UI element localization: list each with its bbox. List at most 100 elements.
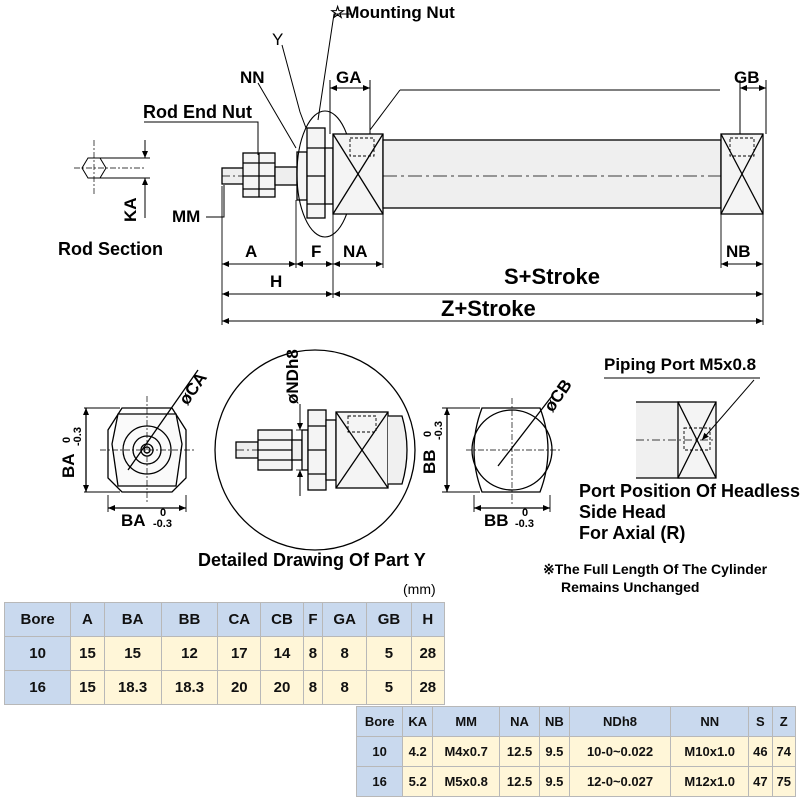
table-cell: 8 bbox=[322, 670, 368, 705]
port-position-line2: Side Head bbox=[579, 502, 667, 522]
table-cell: 8 bbox=[302, 636, 324, 671]
table-cell: 17 bbox=[217, 636, 262, 671]
rod-section-symbol bbox=[74, 140, 150, 218]
port-position-line1: Port Position Of Headless bbox=[579, 481, 800, 501]
table-cell: 10 bbox=[3, 636, 72, 671]
table-cell: 12.5 bbox=[499, 766, 540, 797]
table-header-cell: BA bbox=[103, 602, 162, 637]
na-label: NA bbox=[343, 242, 368, 261]
table-cell: 4.2 bbox=[402, 736, 434, 767]
ba-horizontal-tol-upper: 0 bbox=[160, 507, 167, 519]
table-header-cell: CB bbox=[260, 602, 304, 637]
table-cell: 10-0~0.022 bbox=[568, 736, 672, 767]
a-label: A bbox=[245, 242, 258, 261]
table-cell: 16 bbox=[3, 670, 72, 705]
s-stroke-label: S+Stroke bbox=[504, 264, 600, 289]
gb-label: GB bbox=[734, 68, 760, 87]
dimension-arrows bbox=[222, 261, 763, 324]
table-header-row: Bore KA MM NA NB NDh8 NN S Z bbox=[355, 706, 797, 737]
table-cell: 12 bbox=[160, 636, 219, 671]
table-cell: 15 bbox=[70, 670, 105, 705]
table-cell: 46 bbox=[748, 736, 773, 767]
table-cell: 75 bbox=[771, 766, 797, 797]
table-header-cell: S bbox=[748, 706, 773, 737]
table-header-cell: NA bbox=[499, 706, 540, 737]
table-header-cell: H bbox=[410, 602, 446, 637]
h-label: H bbox=[270, 272, 283, 291]
rod-end-nut-label: Rod End Nut bbox=[143, 102, 252, 122]
table-row: 10 15 15 12 17 14 8 8 5 28 bbox=[3, 636, 446, 671]
table-row: 10 4.2 M4x0.7 12.5 9.5 10-0~0.022 M10x1.… bbox=[355, 736, 797, 767]
ba-front-view bbox=[83, 369, 199, 512]
technical-drawing bbox=[74, 13, 767, 551]
table-header-cell: Bore bbox=[355, 706, 404, 737]
table-header-cell: Z bbox=[771, 706, 797, 737]
bb-horizontal-tol-lower: -0.3 bbox=[515, 518, 534, 530]
nb-label: NB bbox=[726, 242, 751, 261]
table-cell: 47 bbox=[748, 766, 773, 797]
mm-label: MM bbox=[172, 207, 201, 226]
table-cell: M10x1.0 bbox=[670, 736, 750, 767]
unit-label: (mm) bbox=[403, 581, 436, 597]
bb-front-view bbox=[442, 395, 560, 512]
table-header-cell: BB bbox=[160, 602, 219, 637]
table-cell: 9.5 bbox=[538, 736, 570, 767]
ka-label: KA bbox=[121, 197, 140, 222]
table-cell: 20 bbox=[260, 670, 304, 705]
table-cell: 18.3 bbox=[103, 670, 162, 705]
table-cell: 18.3 bbox=[160, 670, 219, 705]
table-cell: 20 bbox=[217, 670, 262, 705]
table-cell: M4x0.7 bbox=[432, 736, 501, 767]
leader-lines bbox=[144, 13, 767, 218]
ba-horizontal-label: BA bbox=[121, 511, 146, 530]
table-header-cell: KA bbox=[402, 706, 434, 737]
mounting-nut-label: ☆Mounting Nut bbox=[330, 3, 455, 22]
table-cell: 16 bbox=[355, 766, 404, 797]
table-header-row: Bore A BA BB CA CB F GA GB H bbox=[3, 602, 446, 637]
table-header-cell: MM bbox=[432, 706, 501, 737]
f-label: F bbox=[311, 242, 322, 261]
extension-lines bbox=[221, 186, 764, 325]
z-stroke-label: Z+Stroke bbox=[441, 296, 536, 321]
detail-y-drawing bbox=[214, 349, 416, 551]
detailed-drawing-caption: Detailed Drawing Of Part Y bbox=[198, 550, 426, 570]
table-cell: 8 bbox=[322, 636, 368, 671]
table-cell: 15 bbox=[103, 636, 162, 671]
bb-vertical-label: BB bbox=[420, 449, 439, 474]
table-cell: 15 bbox=[70, 636, 105, 671]
table-cell: 5 bbox=[366, 636, 412, 671]
nn-label: NN bbox=[240, 68, 265, 87]
table-header-cell: F bbox=[302, 602, 324, 637]
bb-vertical-tol-lower: -0.3 bbox=[433, 421, 445, 440]
y-label: Y bbox=[272, 30, 284, 49]
table-cell: M5x0.8 bbox=[432, 766, 501, 797]
table-row: 16 5.2 M5x0.8 12.5 9.5 12-0~0.027 M12x1.… bbox=[355, 766, 797, 797]
table-cell: 9.5 bbox=[538, 766, 570, 797]
bb-horizontal-label: BB bbox=[484, 511, 509, 530]
rod-section-label: Rod Section bbox=[58, 239, 164, 259]
table-cell: 74 bbox=[771, 736, 797, 767]
table-header-cell: GB bbox=[366, 602, 412, 637]
table-header-cell: Bore bbox=[3, 602, 72, 637]
table-cell: 14 bbox=[260, 636, 304, 671]
piping-port-label: Piping Port M5x0.8 bbox=[604, 355, 757, 374]
spec-table-1: Bore A BA BB CA CB F GA GB H 10 15 15 12… bbox=[3, 602, 446, 705]
table-cell: 28 bbox=[410, 636, 446, 671]
cylinder-side-view bbox=[221, 110, 764, 238]
table-header-cell: A bbox=[70, 602, 105, 637]
bb-horizontal-tol-upper: 0 bbox=[522, 507, 529, 519]
nd-label: øNDh8 bbox=[283, 349, 302, 404]
ba-vertical-label: BA bbox=[59, 453, 78, 478]
table-cell: M12x1.0 bbox=[670, 766, 750, 797]
piping-port-detail bbox=[604, 377, 760, 479]
table-header-cell: GA bbox=[322, 602, 368, 637]
table-header-cell: NB bbox=[538, 706, 570, 737]
ba-vertical-tol-lower: -0.3 bbox=[72, 427, 84, 446]
note-line1: ※The Full Length Of The Cylinder bbox=[543, 561, 768, 577]
table-cell: 28 bbox=[410, 670, 446, 705]
table-cell: 12.5 bbox=[499, 736, 540, 767]
table-header-cell: CA bbox=[217, 602, 262, 637]
table-header-cell: NN bbox=[670, 706, 750, 737]
table-cell: 12-0~0.027 bbox=[568, 766, 672, 797]
ba-horizontal-tol-lower: -0.3 bbox=[153, 518, 172, 530]
